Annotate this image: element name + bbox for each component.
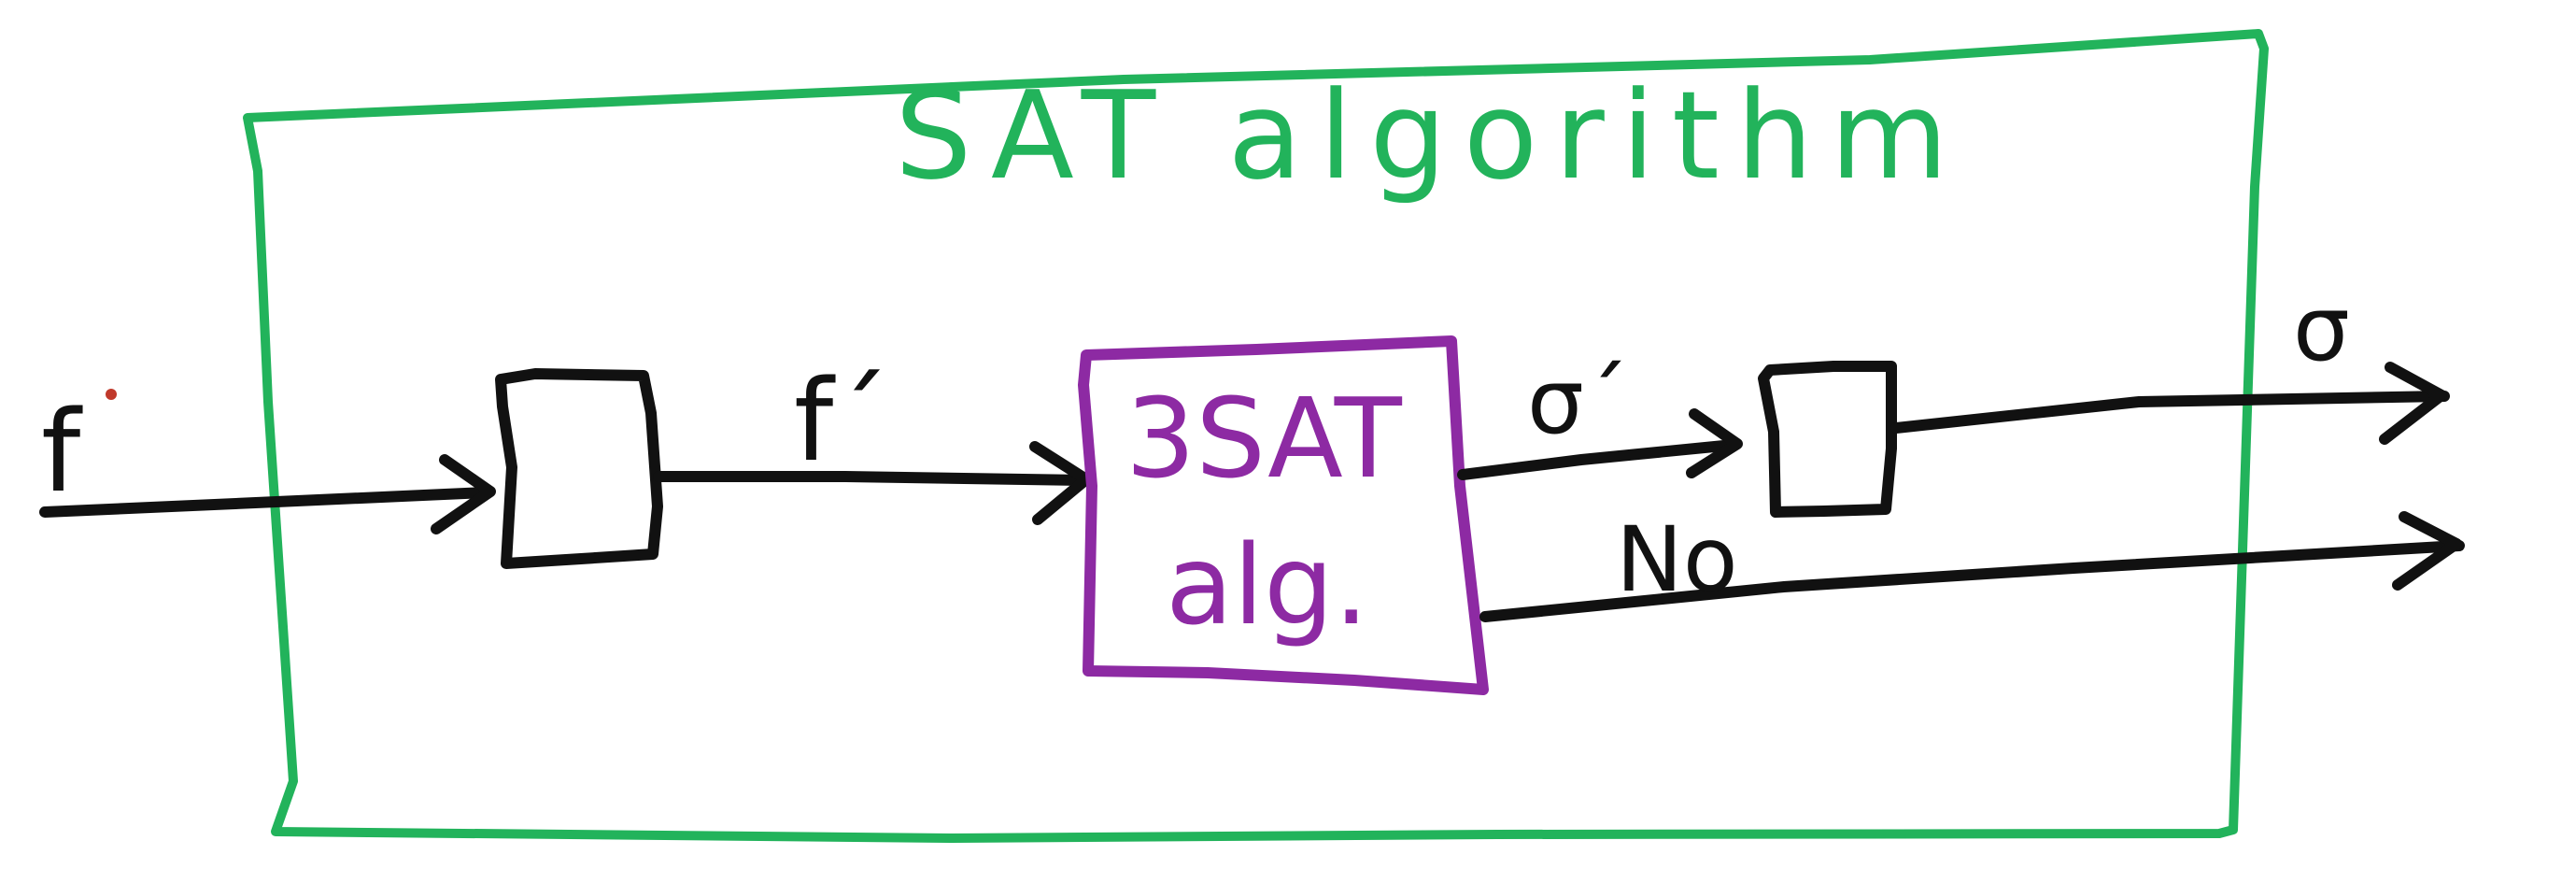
sat-algorithm-box [243, 29, 2269, 843]
no-output-label: No [1616, 507, 1738, 612]
input-arrowhead [431, 454, 496, 534]
diagram-title: SAT algorithm [895, 64, 1965, 207]
no-output-arrow [1479, 540, 2465, 622]
three-sat-box-label-line1: 3SAT [1125, 374, 1403, 503]
reduced-input-label: f´ [794, 357, 889, 487]
no-output-arrowhead [2392, 511, 2462, 591]
reduced-input-arrow [653, 471, 1092, 486]
final-output-arrowhead [2379, 362, 2447, 445]
solution-transform-box [1758, 361, 1897, 518]
reduction-box [495, 368, 663, 569]
final-output-arrow [1890, 391, 2450, 434]
final-output-label: σ [2293, 277, 2350, 381]
inner-output-label: σ´ [1527, 349, 1629, 454]
inner-output-arrow [1457, 439, 1739, 480]
input-label: f [41, 388, 83, 518]
inner-output-arrowhead [1686, 408, 1743, 478]
input-mark [106, 389, 117, 400]
three-sat-box-label-line2: alg. [1166, 520, 1369, 649]
three-sat-box [1078, 335, 1489, 695]
input-arrow [39, 487, 491, 518]
